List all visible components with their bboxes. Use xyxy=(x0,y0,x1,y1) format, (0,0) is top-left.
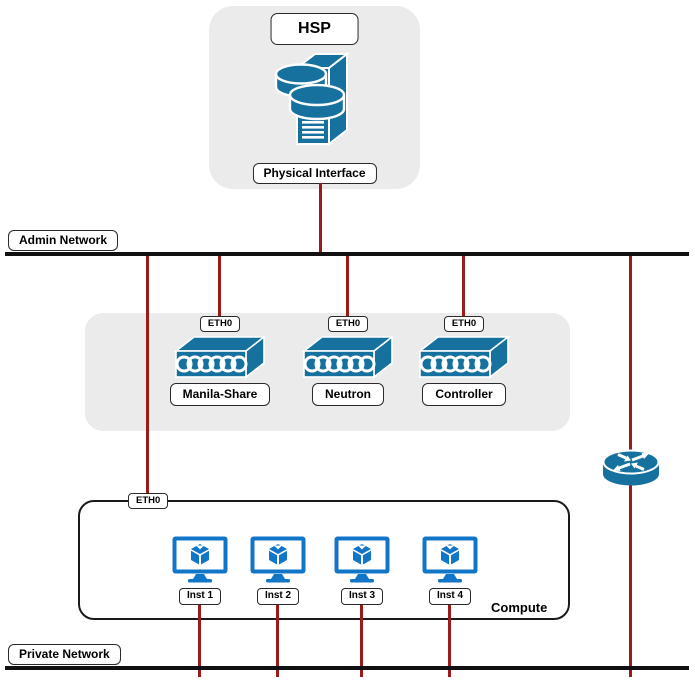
compute-label: Compute xyxy=(491,600,548,615)
instance-monitor-icon xyxy=(422,536,478,583)
admin-network-label: Admin Network xyxy=(8,230,119,251)
eth0-label: ETH0 xyxy=(443,316,485,332)
switch-name-label: Manila-Share xyxy=(169,382,271,406)
connection-line-controller xyxy=(462,255,465,319)
eth0-label: ETH0 xyxy=(199,316,241,332)
instance-group-4: Inst 4 xyxy=(405,536,495,605)
connection-line-physical-interface xyxy=(319,183,322,253)
instance-monitor-icon xyxy=(250,536,306,583)
physical-interface-label: Physical Interface xyxy=(252,163,377,184)
instance-monitor-icon xyxy=(172,536,228,583)
instance-label: Inst 4 xyxy=(428,588,472,605)
switch-icon xyxy=(173,335,267,379)
private-network-label: Private Network xyxy=(8,644,121,665)
instance-group-1: Inst 1 xyxy=(155,536,245,605)
private-network-bus xyxy=(5,666,689,670)
instance-label: Inst 1 xyxy=(178,588,222,605)
instance-label: Inst 2 xyxy=(256,588,300,605)
switch-name-label: Controller xyxy=(422,382,506,406)
router-icon xyxy=(602,449,660,486)
instance-group-2: Inst 2 xyxy=(233,536,323,605)
server-with-disks-icon xyxy=(274,51,350,147)
connection-line-neutron xyxy=(346,255,349,319)
switch-icon xyxy=(417,335,511,379)
connection-line-inst3 xyxy=(360,601,363,677)
compute-box xyxy=(78,500,570,620)
switch-group-manila-share: ETH0 Manila-Share xyxy=(155,316,285,406)
connection-line-inst4 xyxy=(448,601,451,677)
switch-name-label: Neutron xyxy=(312,382,384,406)
connection-line-compute xyxy=(146,255,149,497)
instance-monitor-icon xyxy=(334,536,390,583)
compute-eth0-label: ETH0 xyxy=(128,493,169,509)
hsp-title: HSP xyxy=(270,13,359,45)
switch-icon xyxy=(301,335,395,379)
admin-network-bus xyxy=(5,252,689,256)
switch-group-controller: ETH0 Controller xyxy=(399,316,529,406)
connection-line-inst1 xyxy=(198,601,201,677)
instance-label: Inst 3 xyxy=(340,588,384,605)
switch-group-neutron: ETH0 Neutron xyxy=(283,316,413,406)
connection-line-inst2 xyxy=(276,601,279,677)
instance-group-3: Inst 3 xyxy=(317,536,407,605)
hsp-panel: HSP Physical Interface xyxy=(209,6,420,189)
eth0-label: ETH0 xyxy=(327,316,369,332)
connection-line-manila-share xyxy=(218,255,221,319)
